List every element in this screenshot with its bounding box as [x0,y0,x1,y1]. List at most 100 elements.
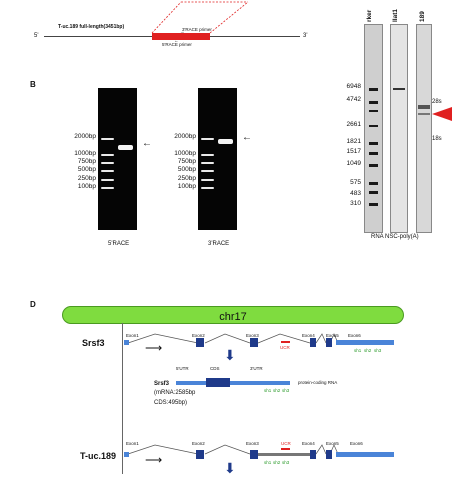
panel-d-letter: D [30,300,36,309]
sh-label: sh3 [374,348,382,353]
exon-label: Exon6 [350,441,363,446]
srsf3-exon4 [310,338,316,347]
ladder-band [101,154,114,156]
exon-label: Exon6 [348,333,361,338]
gel-5race [98,88,137,230]
gel-1-caption: 5'RACE [108,241,130,247]
utr5-label: 5'UTR [176,366,189,371]
tuc-exon4 [310,450,316,459]
ladder-band [201,154,214,156]
ladder-label: 100bp [77,183,96,190]
ladder-band [369,182,378,185]
sample-band [418,105,430,109]
gel-2-caption: 3'RACE [208,241,230,247]
ladder-label: 1000bp [74,150,96,157]
ladder-label: 500bp [77,166,96,173]
ladder-label: 2000bp [74,133,96,140]
ladder-band [369,142,378,145]
ladder-label: 575 [350,179,361,186]
tuc-transcription-arrow-icon: ⟶ [145,453,163,467]
tuc-gene-label: T-uc.189 [80,451,117,461]
exon-label: Exon4 [302,441,315,446]
ladder-label: 2000bp [174,133,196,140]
five-prime-end: 5' [34,33,39,39]
lane-header-3: 189 [419,11,426,22]
sh-label: sh2 [273,388,281,393]
ladder-band [201,179,214,181]
exon-label: Exon1 [126,441,139,446]
primer-arrow-left-icon: ← [174,38,179,43]
transcription-arrow-icon: ⟶ [145,341,163,355]
ladder-label: 750bp [77,158,96,165]
utr3-label: 3'UTR [250,366,263,371]
ladder-band [201,162,214,164]
ladder-band [369,164,378,167]
ladder-band [369,110,378,112]
ladder-label: 1000bp [174,150,196,157]
ladder-band [369,203,378,206]
sh-label: sh2 [364,348,372,353]
ucr-label: UCR [280,345,290,350]
ladder-label: 1049 [346,160,361,167]
ladder-band [369,88,378,91]
product-band [218,139,233,144]
sh-label: sh1 [264,460,272,465]
ladder-label: 500bp [177,166,196,173]
chromosome-bar: chr17 [62,306,404,324]
tuc-down-arrow-icon: ⬇ [224,460,236,476]
sh-label: sh2 [273,460,281,465]
vertical-guide [122,323,123,474]
ladder-band [101,162,114,164]
northern-lane-3 [416,24,432,233]
gel-1-arrow-icon: ← [142,138,152,149]
ladder-band [369,125,378,127]
ladder-label: 250bp [77,175,96,182]
primer-arrow-right-icon: → [180,29,185,34]
product-band [118,145,133,150]
down-arrow-icon: ⬇ [224,347,236,363]
ladder-label: 4742 [346,96,361,103]
ladder-label: 1821 [346,138,361,145]
tuc-exon2 [196,450,204,459]
mrna-cds [206,378,230,387]
ladder-band [369,101,378,104]
srsf3-exon1 [124,340,129,345]
chromosome-label: chr17 [219,311,247,323]
construct-label: T-uc.189 full-length(3451bp) [58,24,125,30]
sample-band [393,88,405,90]
srsf3-exon2 [196,338,204,347]
mrna-5utr [176,381,206,385]
zoom-lines [151,1,249,34]
mrna-name: Srsf3 [154,381,170,387]
ladder-label: 483 [350,190,361,197]
mrna-note: protein-coding RNA [298,380,338,385]
sh-label: sh3 [282,460,290,465]
red-arrow-icon [432,107,452,121]
exon-label: Exon5 [326,441,339,446]
ladder-band [101,138,114,140]
mrna-3utr [230,381,290,385]
ladder-band [101,187,114,189]
northern-lane-2 [390,24,408,233]
tuc-retained-intron [258,453,310,456]
cds-label: CDS [210,366,220,371]
mrna-length: (mRNA:2585bp [154,390,196,396]
tuc-ucr-mark [281,448,290,450]
exon-label: Exon3 [246,441,259,446]
exon-label: Exon2 [192,441,205,446]
srsf3-intron-lines [127,333,339,344]
ladder-label: 1517 [346,148,361,155]
ladder-band [201,170,214,172]
lane-header-2: llat1 [392,8,399,22]
sh-label: sh1 [354,348,362,353]
srsf3-exon3 [250,338,258,347]
sh-label: sh3 [282,388,290,393]
ladder-band [369,191,378,194]
primer-3race-label: 3'RACE primer [182,27,212,32]
marker-28s: 28s [432,99,442,105]
race-region [152,33,210,40]
exon-label: Exon1 [126,333,139,338]
three-prime-end: 3' [303,33,308,39]
exon-label: Exon3 [246,333,259,338]
exon-label: Exon2 [192,333,205,338]
